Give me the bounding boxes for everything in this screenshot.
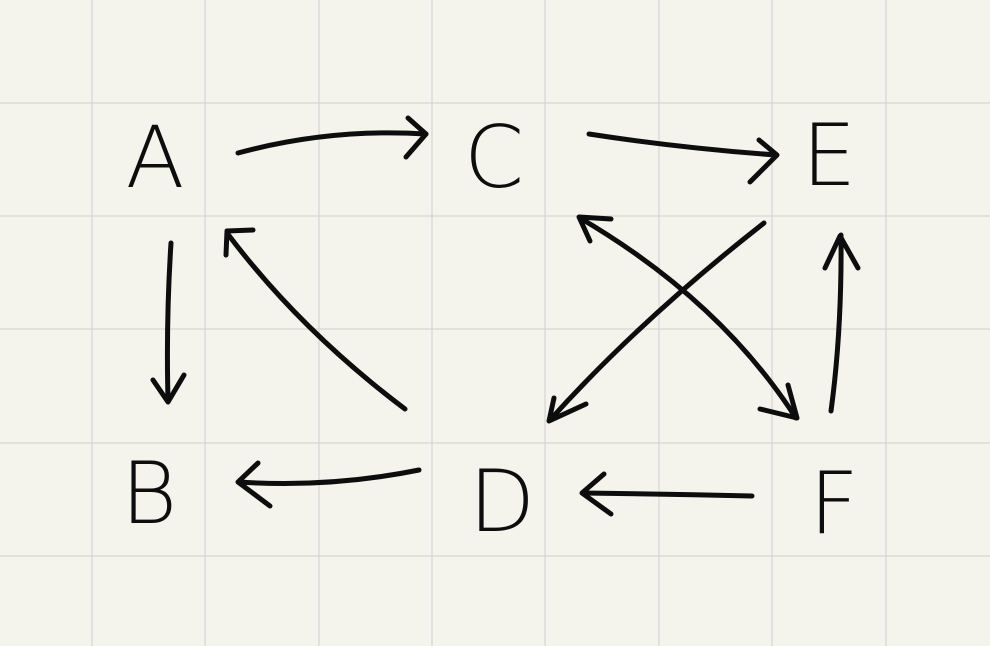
edge-e-to-d [546, 220, 767, 424]
node-f: F [809, 454, 858, 554]
node-e: E [802, 106, 856, 206]
edge-c-to-f [576, 214, 800, 421]
edge-f-to-e [822, 232, 861, 414]
edge-c-to-e [586, 131, 780, 185]
edges [150, 115, 861, 517]
edge-f-to-d [579, 471, 755, 517]
edge-a-to-c [235, 115, 429, 160]
edge-d-to-a [223, 227, 408, 412]
node-c: C [464, 108, 524, 208]
edge-d-to-b [235, 460, 422, 509]
nodes: A B C D E F [121, 106, 859, 554]
node-d: D [469, 452, 535, 552]
node-b: B [121, 444, 177, 544]
edge-a-to-b [150, 240, 187, 405]
node-a: A [126, 108, 185, 208]
